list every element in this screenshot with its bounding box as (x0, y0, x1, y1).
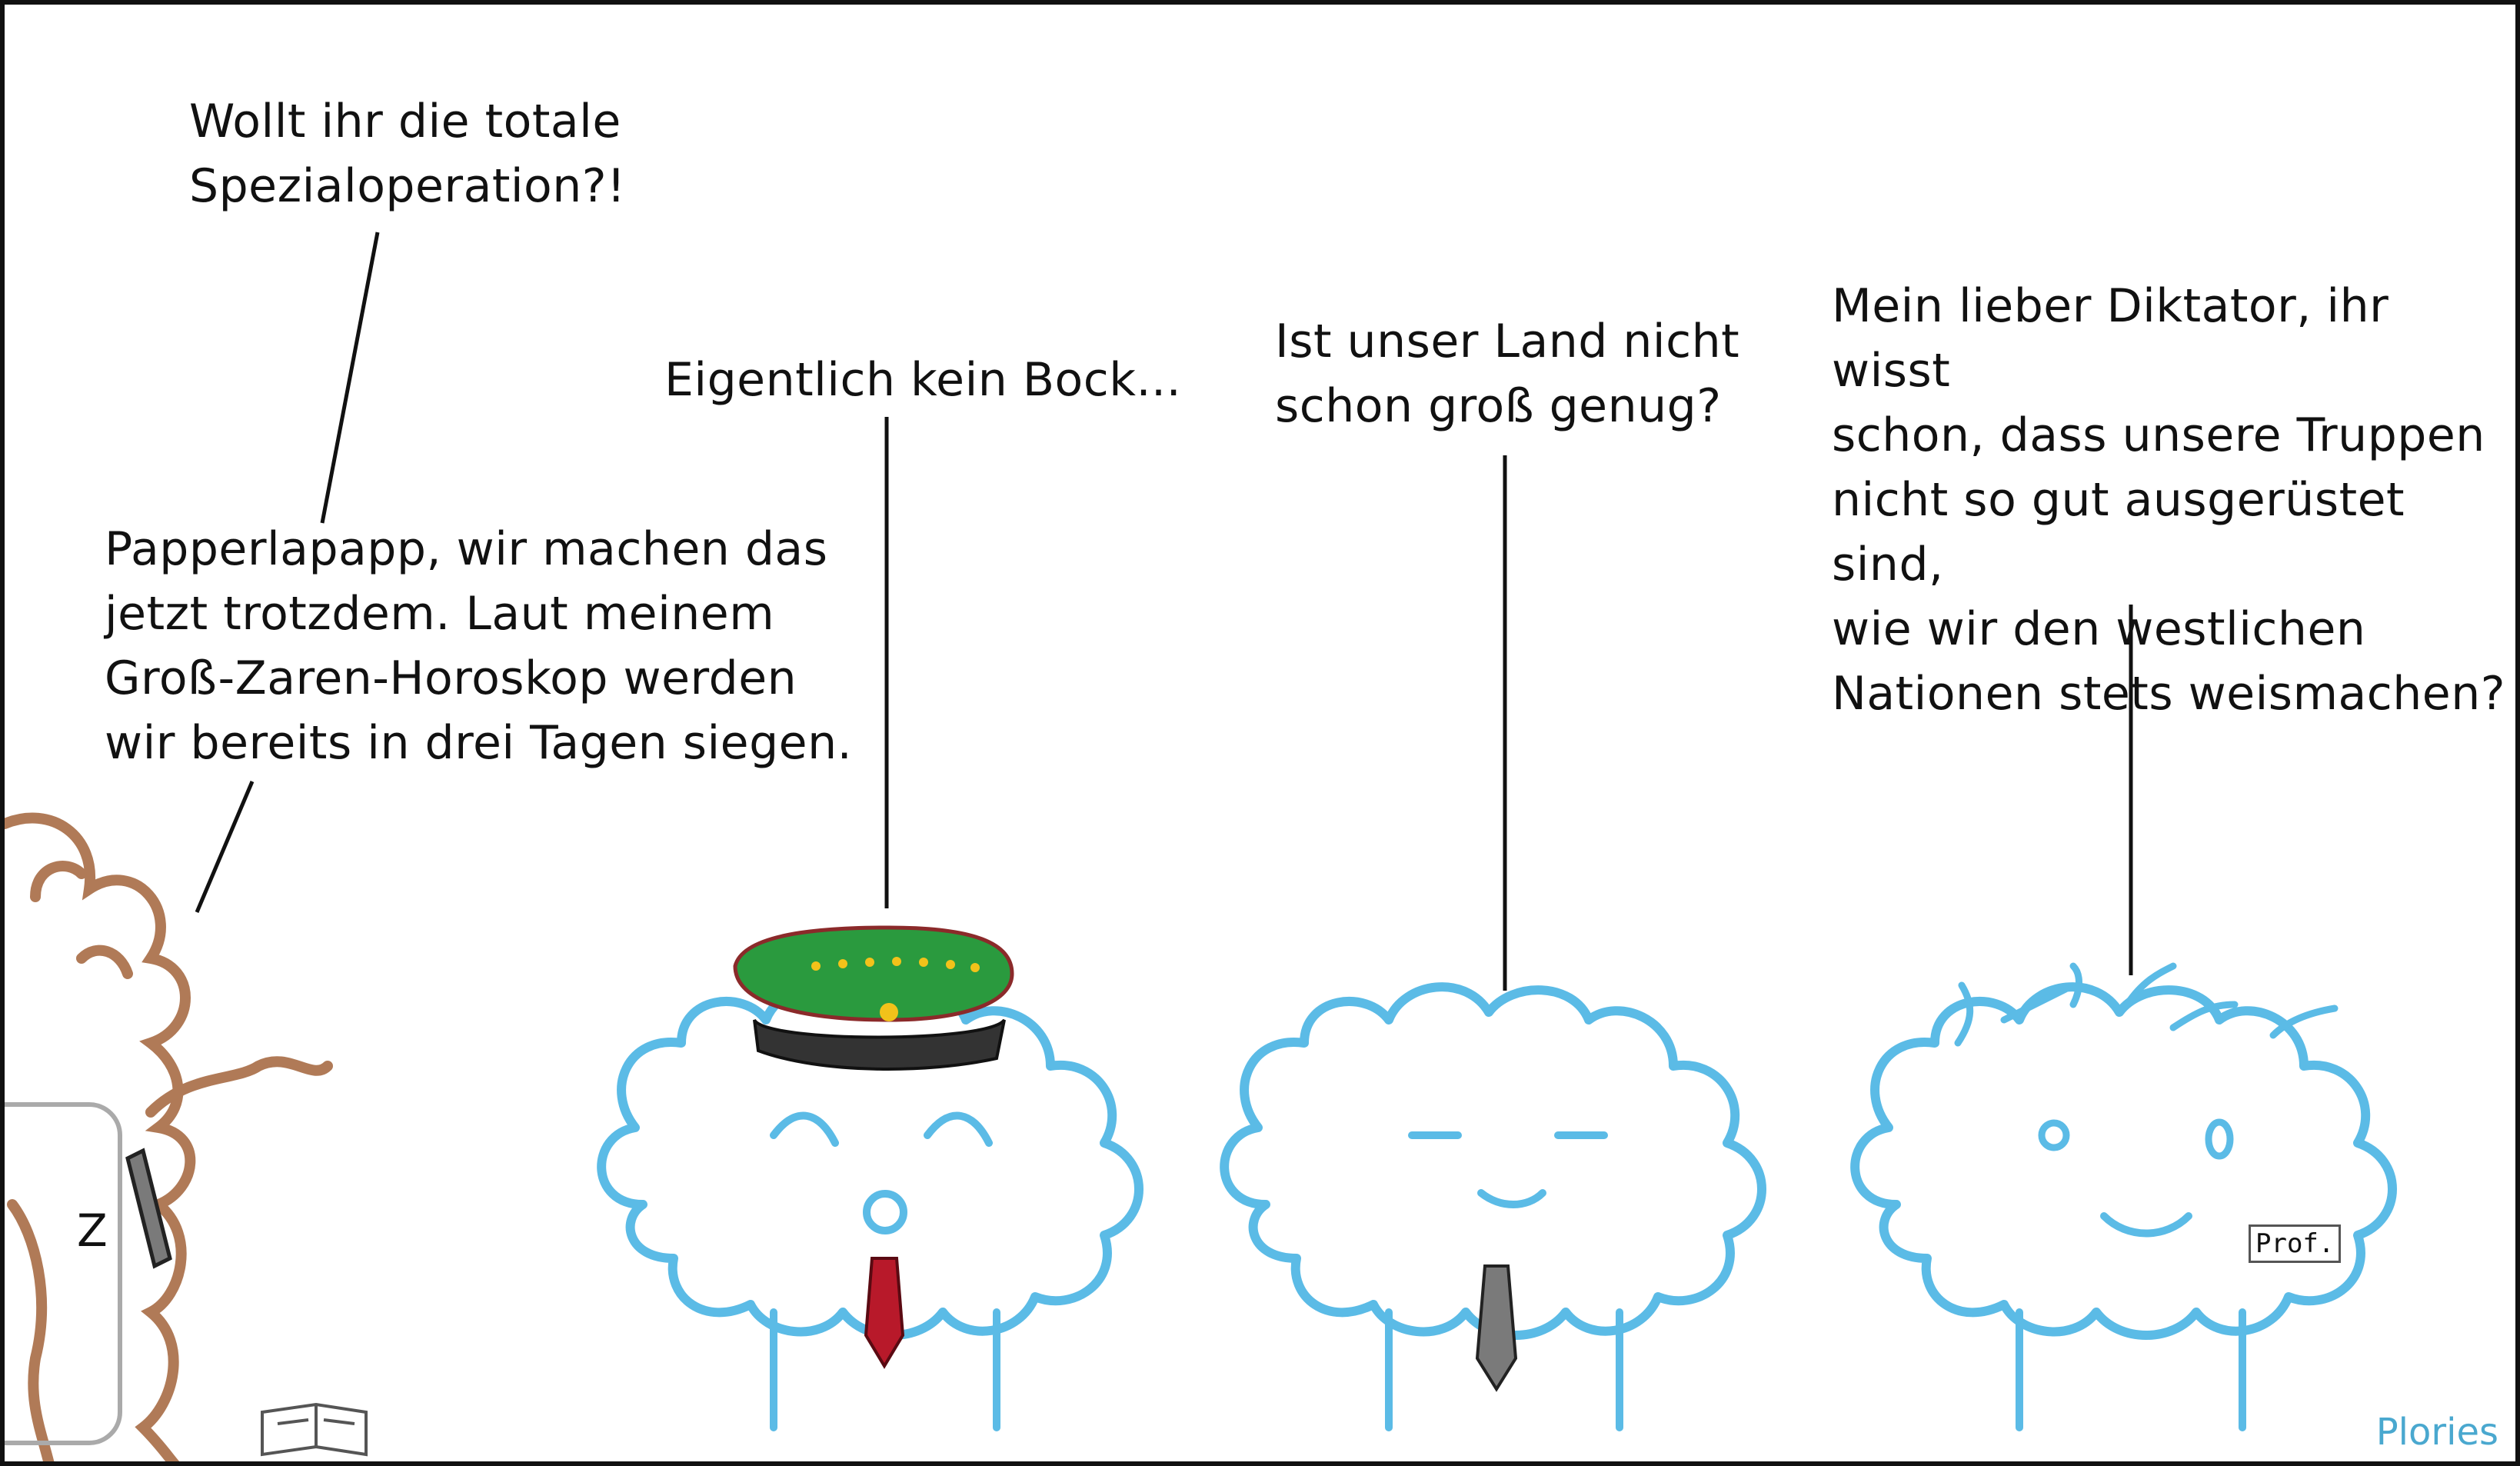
prof-badge: Prof. (2249, 1224, 2342, 1263)
general-mouth (863, 1190, 907, 1234)
minister-cloud-outline (1220, 982, 1766, 1340)
professor-eye-right (2205, 1118, 2234, 1160)
professor-mouth (2100, 1212, 2192, 1238)
leader-eye (76, 945, 133, 979)
professor-hair (1954, 962, 2339, 1047)
z-mark: Z (77, 1204, 108, 1257)
minister-character (1220, 982, 1766, 1431)
leader-arm (145, 1056, 333, 1118)
general-cap-crown (733, 925, 1014, 1022)
pointer-leader-reply (195, 781, 255, 913)
speech-general: Eigentlich kein Bock... (664, 353, 1182, 407)
pointer-leader-call (320, 232, 380, 524)
minister-grey-tie (1475, 1264, 1518, 1392)
speech-professor: Mein lieber Diktator, ihr wisst schon, d… (1832, 279, 2506, 721)
professor-legs (2016, 1308, 2246, 1431)
signature: Plories (2375, 1411, 2498, 1454)
general-character (597, 925, 1143, 1431)
general-cap-studs (811, 957, 980, 1021)
professor-cloud-outline (1850, 982, 2397, 1340)
book-icon (261, 1402, 368, 1457)
general-cap-visor (753, 1018, 1006, 1071)
leader-inner-curve (7, 1199, 55, 1461)
general-cloud-outline (597, 982, 1143, 1340)
professor-character (1850, 962, 2397, 1431)
general-eye-left (770, 1111, 839, 1147)
general-legs (770, 1308, 1000, 1431)
professor-eye-left (2038, 1119, 2070, 1151)
leader-character (5, 812, 333, 1461)
speech-leader-reply: Papperlapapp, wir machen das jetzt trotz… (105, 522, 853, 770)
speech-leader-call: Wollt ihr die totale Spezialoperation?! (189, 95, 626, 213)
leader-head-curl (30, 861, 87, 902)
leader-outline (5, 812, 196, 1461)
leader-grey-tie (125, 1148, 172, 1269)
minister-mouth (1477, 1189, 1546, 1208)
general-eye-right (924, 1111, 993, 1147)
speech-minister: Ist unser Land nicht schon groß genug? (1275, 315, 1740, 433)
general-red-tie (864, 1257, 905, 1369)
minister-legs (1385, 1308, 1623, 1431)
leader-chair (5, 1102, 122, 1445)
